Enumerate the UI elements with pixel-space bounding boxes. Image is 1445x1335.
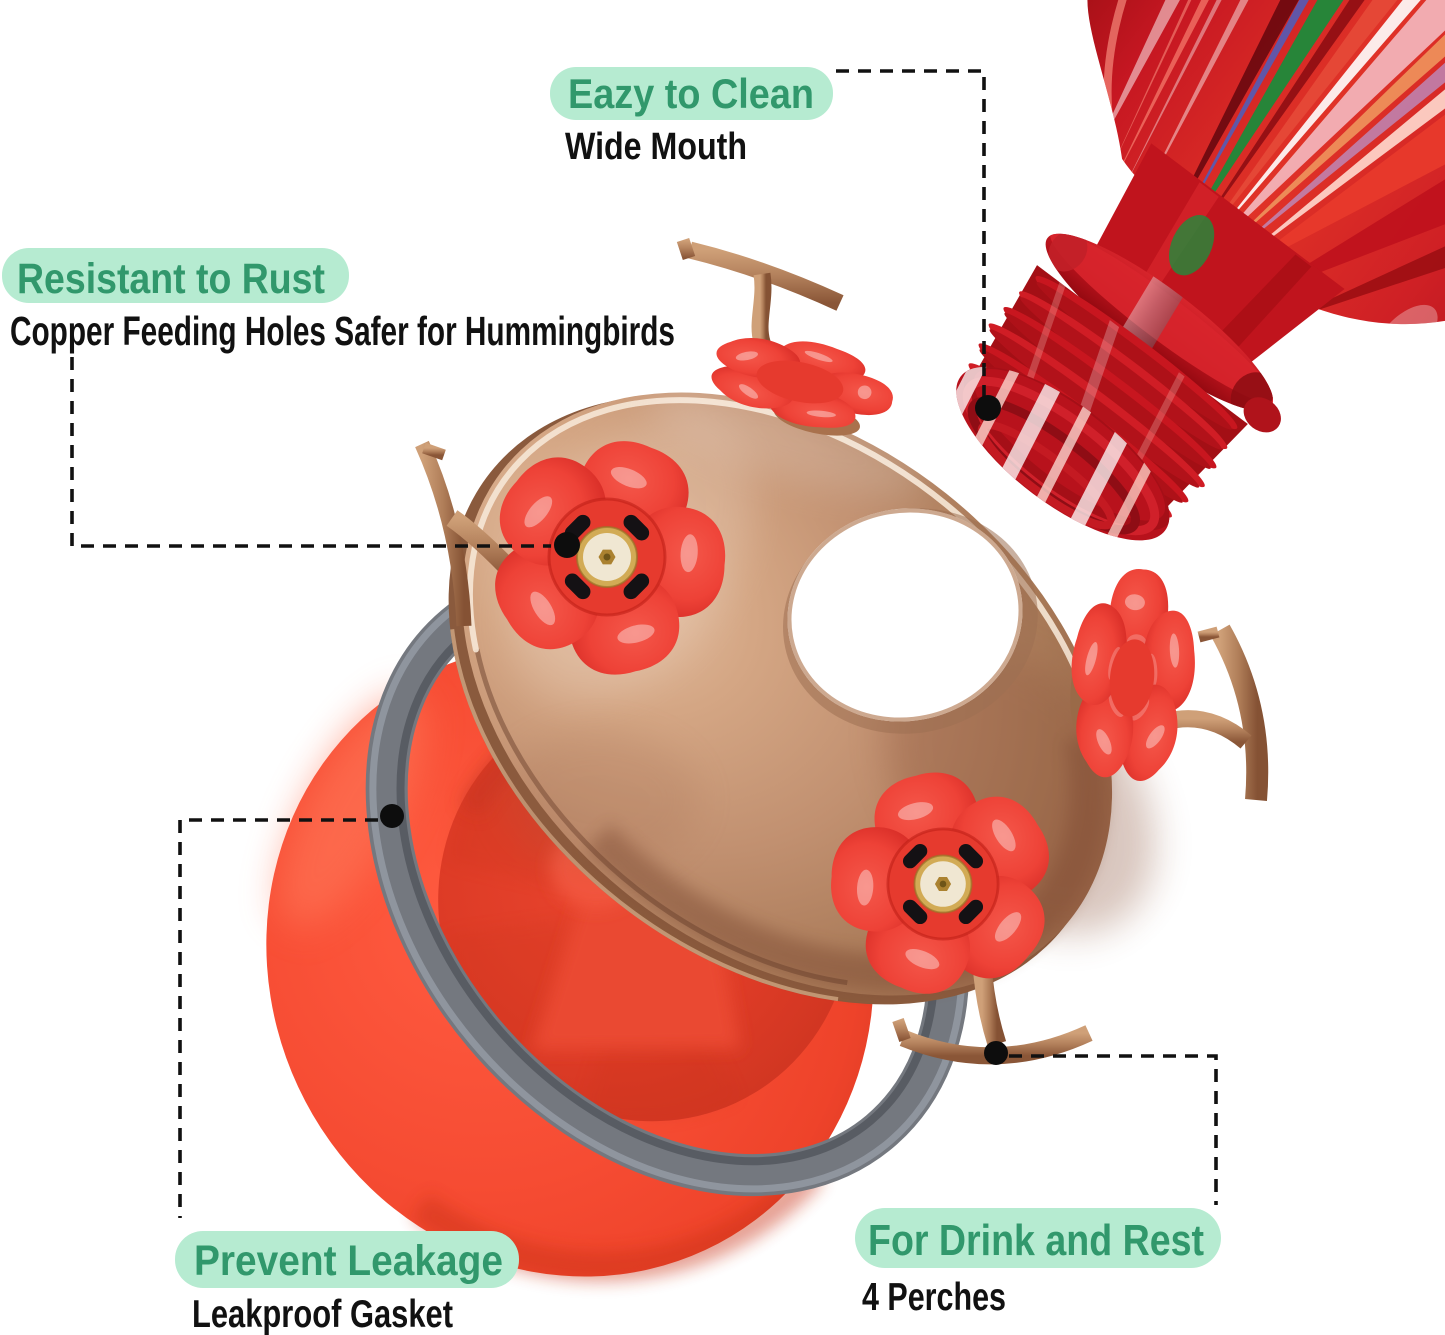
svg-text:For Drink and Rest: For Drink and Rest [868,1216,1204,1265]
svg-text:4 Perches: 4 Perches [862,1276,1006,1319]
svg-text:Eazy to Clean: Eazy to Clean [568,70,814,117]
svg-text:Prevent Leakage: Prevent Leakage [194,1237,503,1285]
svg-text:Copper Feeding Holes Safer for: Copper Feeding Holes Safer for Hummingbi… [10,308,675,354]
svg-text:Wide Mouth: Wide Mouth [565,126,747,168]
svg-text:Leakproof Gasket: Leakproof Gasket [192,1293,453,1335]
svg-text:Resistant to Rust: Resistant to Rust [17,255,325,303]
